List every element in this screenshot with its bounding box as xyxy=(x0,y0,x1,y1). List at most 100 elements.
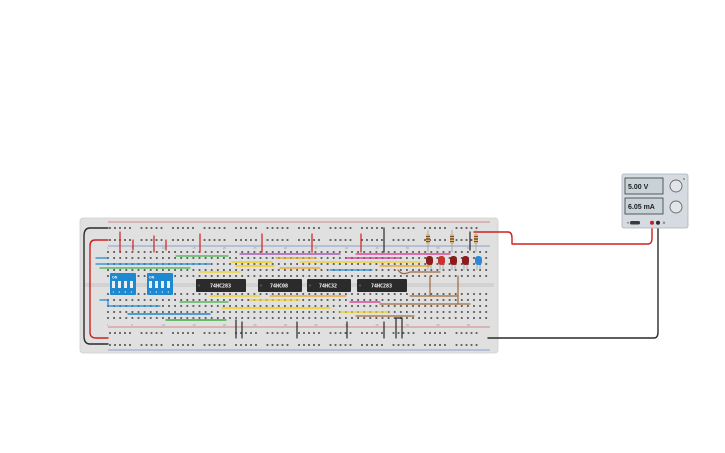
breadboard-hole[interactable] xyxy=(107,275,109,277)
breadboard-hole[interactable] xyxy=(375,275,378,277)
breadboard-hole[interactable] xyxy=(155,257,158,259)
breadboard-hole[interactable] xyxy=(235,293,237,295)
breadboard-hole[interactable] xyxy=(180,299,183,301)
breadboard-hole[interactable] xyxy=(442,299,445,301)
breadboard-hole[interactable] xyxy=(182,344,184,346)
breadboard-hole[interactable] xyxy=(213,344,216,346)
breadboard-hole[interactable] xyxy=(286,344,289,346)
breadboard-hole[interactable] xyxy=(442,311,445,313)
breadboard-hole[interactable] xyxy=(314,311,317,313)
breadboard-hole[interactable] xyxy=(470,332,473,334)
wire-black-left[interactable] xyxy=(83,227,109,345)
breadboard-hole[interactable] xyxy=(155,269,158,271)
breadboard-hole[interactable] xyxy=(186,251,189,253)
breadboard-hole[interactable] xyxy=(454,311,457,313)
breadboard-hole[interactable] xyxy=(109,239,111,241)
breadboard-hole[interactable] xyxy=(375,263,378,265)
breadboard-hole[interactable] xyxy=(177,227,179,229)
breadboard-hole[interactable] xyxy=(223,257,225,259)
breadboard-hole[interactable] xyxy=(245,227,247,229)
breadboard-hole[interactable] xyxy=(375,293,378,295)
breadboard-hole[interactable] xyxy=(150,239,153,241)
breadboard-hole[interactable] xyxy=(387,305,390,307)
breadboard-hole[interactable] xyxy=(344,344,347,346)
breadboard-hole[interactable] xyxy=(223,239,226,241)
breadboard-hole[interactable] xyxy=(281,239,284,241)
led-red[interactable] xyxy=(426,256,433,270)
breadboard-hole[interactable] xyxy=(402,332,405,334)
breadboard-hole[interactable] xyxy=(223,293,225,295)
breadboard-hole[interactable] xyxy=(424,227,426,229)
breadboard-hole[interactable] xyxy=(187,227,189,229)
breadboard-hole[interactable] xyxy=(475,227,478,229)
breadboard-hole[interactable] xyxy=(397,239,400,241)
breadboard-hole[interactable] xyxy=(192,239,194,241)
breadboard-hole[interactable] xyxy=(250,344,252,346)
breadboard-hole[interactable] xyxy=(485,293,488,295)
breadboard-hole[interactable] xyxy=(393,311,396,313)
breadboard-hole[interactable] xyxy=(485,317,488,319)
breadboard-hole[interactable] xyxy=(160,344,163,346)
breadboard-hole[interactable] xyxy=(198,317,201,319)
breadboard-hole[interactable] xyxy=(174,311,176,313)
breadboard-hole[interactable] xyxy=(290,311,292,313)
breadboard-hole[interactable] xyxy=(485,299,488,301)
breadboard-hole[interactable] xyxy=(107,317,109,319)
breadboard-hole[interactable] xyxy=(296,251,298,253)
breadboard-hole[interactable] xyxy=(393,275,396,277)
breadboard-hole[interactable] xyxy=(250,227,252,229)
breadboard-hole[interactable] xyxy=(465,332,468,334)
breadboard-hole[interactable] xyxy=(369,299,372,301)
breadboard-hole[interactable] xyxy=(393,299,396,301)
breadboard-hole[interactable] xyxy=(454,275,457,277)
breadboard-hole[interactable] xyxy=(247,293,250,295)
breadboard-hole[interactable] xyxy=(320,269,323,271)
breadboard-hole[interactable] xyxy=(113,251,115,253)
breadboard-hole[interactable] xyxy=(229,293,231,295)
resistor[interactable] xyxy=(426,230,430,252)
breadboard-hole[interactable] xyxy=(149,257,152,259)
breadboard-hole[interactable] xyxy=(235,257,237,259)
breadboard-hole[interactable] xyxy=(320,305,323,307)
wire-black-jumper[interactable] xyxy=(395,317,403,339)
breadboard-hole[interactable] xyxy=(363,317,366,319)
breadboard-hole[interactable] xyxy=(418,293,420,295)
breadboard-hole[interactable] xyxy=(351,317,353,319)
breadboard-hole[interactable] xyxy=(473,299,475,301)
breadboard-hole[interactable] xyxy=(113,299,115,301)
breadboard-hole[interactable] xyxy=(143,317,146,319)
breadboard-hole[interactable] xyxy=(192,317,195,319)
breadboard-hole[interactable] xyxy=(326,263,329,265)
breadboard-hole[interactable] xyxy=(168,269,170,271)
breadboard-hole[interactable] xyxy=(334,227,337,229)
breadboard-hole[interactable] xyxy=(302,269,305,271)
breadboard-hole[interactable] xyxy=(314,293,317,295)
breadboard-hole[interactable] xyxy=(485,305,488,307)
breadboard-hole[interactable] xyxy=(107,293,109,295)
breadboard-hole[interactable] xyxy=(381,332,383,334)
breadboard-hole[interactable] xyxy=(397,332,400,334)
breadboard-hole[interactable] xyxy=(296,293,298,295)
breadboard-hole[interactable] xyxy=(192,344,194,346)
breadboard-hole[interactable] xyxy=(473,317,475,319)
breadboard-hole[interactable] xyxy=(418,275,420,277)
breadboard-hole[interactable] xyxy=(314,263,317,265)
dip-toggle[interactable] xyxy=(161,281,164,288)
breadboard-hole[interactable] xyxy=(241,299,244,301)
breadboard-hole[interactable] xyxy=(369,251,372,253)
breadboard-hole[interactable] xyxy=(448,269,451,271)
breadboard-hole[interactable] xyxy=(473,305,475,307)
breadboard-hole[interactable] xyxy=(223,227,226,229)
breadboard-hole[interactable] xyxy=(131,311,134,313)
breadboard-hole[interactable] xyxy=(155,332,158,334)
breadboard-hole[interactable] xyxy=(326,251,329,253)
breadboard-hole[interactable] xyxy=(229,269,231,271)
breadboard-hole[interactable] xyxy=(155,239,158,241)
breadboard-hole[interactable] xyxy=(329,332,332,334)
breadboard-hole[interactable] xyxy=(253,317,256,319)
breadboard-hole[interactable] xyxy=(198,305,201,307)
breadboard-hole[interactable] xyxy=(149,317,152,319)
breadboard-hole[interactable] xyxy=(271,263,274,265)
breadboard-hole[interactable] xyxy=(174,317,176,319)
breadboard-hole[interactable] xyxy=(393,305,396,307)
